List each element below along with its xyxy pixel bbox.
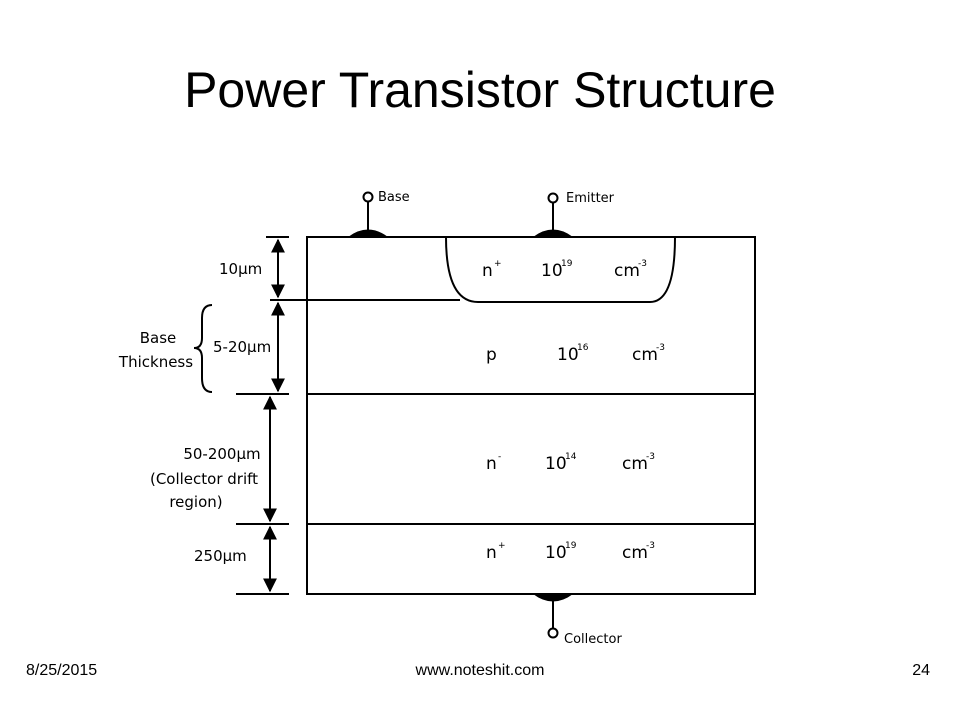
svg-text:10: 10 <box>545 543 567 563</box>
drift-region-label-line1: (Collector drift <box>150 470 258 488</box>
dimension-ticks <box>236 236 289 595</box>
svg-text:-: - <box>498 452 501 462</box>
svg-text:cm: cm <box>622 454 648 474</box>
svg-text:16: 16 <box>577 343 589 353</box>
emitter-contact <box>533 229 573 237</box>
svg-text:cm: cm <box>614 261 640 281</box>
svg-text:+: + <box>494 259 502 269</box>
svg-text:19: 19 <box>561 259 573 269</box>
substrate-thickness-label: 250μm <box>194 547 247 565</box>
base-thickness-label-line1: Base <box>140 329 177 347</box>
svg-text:19: 19 <box>565 541 577 551</box>
base-thickness-brace <box>193 304 213 393</box>
svg-text:10: 10 <box>541 261 563 281</box>
footer-url: www.noteshit.com <box>415 662 545 679</box>
svg-text:p: p <box>486 345 497 365</box>
collector-contact <box>533 594 573 602</box>
svg-text:14: 14 <box>565 452 577 462</box>
footer-date: 8/25/2015 <box>26 662 98 679</box>
svg-text:cm: cm <box>622 543 648 563</box>
svg-text:n: n <box>486 454 497 474</box>
svg-text:cm: cm <box>632 345 658 365</box>
layer-label-base: p 10 16 cm -3 <box>486 343 665 365</box>
base-terminal-label: Base <box>378 190 410 205</box>
svg-text:-3: -3 <box>638 259 647 269</box>
svg-text:-3: -3 <box>656 343 665 353</box>
svg-text:-3: -3 <box>646 452 655 462</box>
svg-text:-3: -3 <box>646 541 655 551</box>
base-terminal-icon[interactable] <box>362 191 374 203</box>
svg-text:n: n <box>486 543 497 563</box>
collector-terminal-label: Collector <box>564 632 622 647</box>
emitter-terminal-label: Emitter <box>566 191 615 206</box>
collector-terminal-icon[interactable] <box>547 627 559 639</box>
layer-label-substrate: n + 10 19 cm -3 <box>486 541 655 563</box>
svg-text:+: + <box>498 541 506 551</box>
drift-region-label-line2: region) <box>169 493 222 511</box>
slide-title: Power Transistor Structure <box>184 62 776 118</box>
device-outline <box>306 236 756 595</box>
svg-text:10: 10 <box>557 345 579 365</box>
emitter-well <box>445 236 676 303</box>
svg-text:10: 10 <box>545 454 567 474</box>
emitter-depth-label: 10μm <box>219 260 262 278</box>
footer-page-number: 24 <box>912 662 930 679</box>
drift-thickness-label: 50-200μm <box>183 445 260 463</box>
svg-text:n: n <box>482 261 493 281</box>
layer-label-emitter: n + 10 19 cm -3 <box>482 259 647 281</box>
base-thickness-label-line2: Thickness <box>118 353 193 371</box>
emitter-terminal-icon[interactable] <box>547 192 559 204</box>
base-thickness-dim-label: 5-20μm <box>213 338 271 356</box>
base-contact <box>348 229 388 237</box>
layer-label-drift: n - 10 14 cm -3 <box>486 452 655 474</box>
